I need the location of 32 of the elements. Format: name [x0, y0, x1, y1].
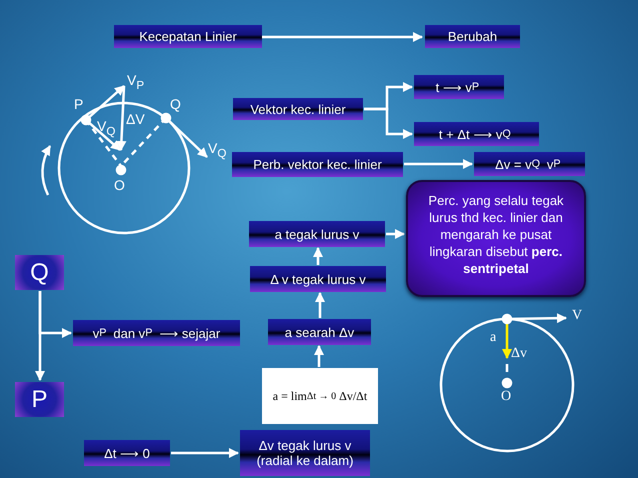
vector-label: Δv — [511, 346, 528, 362]
point-label: Q — [170, 96, 181, 112]
concept-box: Δ v tegak lurus v — [250, 266, 386, 292]
arrow — [404, 159, 473, 169]
point-label: P — [74, 96, 84, 112]
arrow — [313, 247, 323, 265]
vector-label: a — [490, 330, 496, 346]
concept-box: Vektor kec. linier — [233, 98, 363, 120]
vector-label: ΔV — [126, 111, 145, 127]
vector-label: V$_{Q}$ — [97, 118, 116, 138]
point-box: P — [15, 382, 64, 417]
concept-box: Berubah — [425, 25, 520, 48]
vector-label: V$_{P}$ — [127, 72, 144, 92]
arrow — [171, 448, 239, 458]
arrow — [38, 291, 72, 338]
point-box: Q — [15, 255, 64, 290]
vector-label: V — [572, 308, 582, 324]
arrow — [386, 229, 405, 239]
concept-box: a searah Δv — [268, 319, 371, 345]
vector-label: V$_{Q}$ — [208, 140, 226, 160]
point-label: O — [501, 389, 512, 405]
concept-box: Δt ⟶ 0 — [84, 440, 170, 466]
concept-box: Δv tegak lurus v (radial ke dalam) — [240, 430, 370, 476]
definition-callout: Perc. yang selalu tegak lurus thd kec. linier dan mengarah ke pusat lingkaran disebut perc. sentripetal — [406, 180, 586, 297]
concept-box: Kecepatan Linier — [114, 25, 262, 48]
arrow — [364, 108, 413, 139]
arrow — [262, 32, 423, 42]
arrow — [314, 345, 324, 367]
concept-box: Perb. vektor kec. linier — [232, 152, 403, 177]
point-label: O — [114, 177, 125, 193]
arrow — [315, 292, 325, 318]
concept-box: a tegak lurus v — [249, 221, 385, 247]
